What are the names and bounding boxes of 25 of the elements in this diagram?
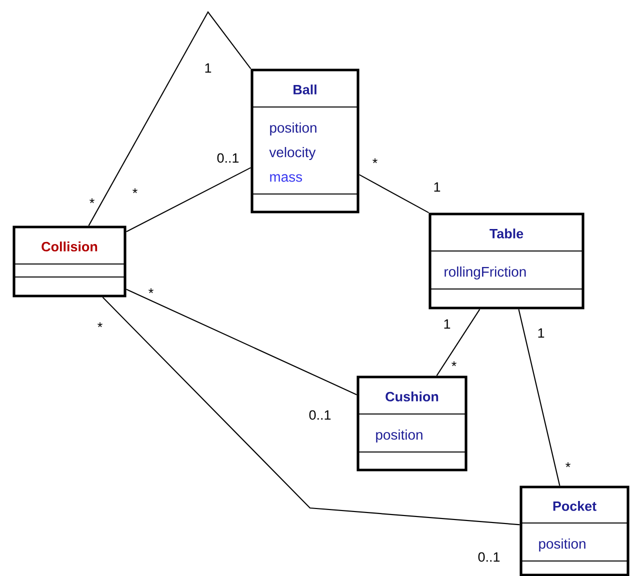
association-line [518,309,560,486]
association-line [126,288,357,396]
multiplicity-label: * [98,322,102,328]
multiplicity-label: 1 [538,328,544,338]
association-line [436,309,480,376]
class-box: Pocket position [520,486,630,576]
multiplicity-label: 0..1 [217,153,239,163]
class-box: Collision [12,226,126,298]
class-box: Cushion position [356,376,468,472]
class-box: Table rollingFriction [428,212,584,310]
association-line [102,296,520,526]
multiplicity-label: 1 [434,182,440,192]
association-line [88,10,252,226]
multiplicity-label: 1 [205,63,212,73]
multiplicity-label: * [566,462,570,468]
multiplicity-label: * [372,158,378,164]
multiplicity-label: * [148,288,154,294]
multiplicity-label: * [132,188,138,194]
multiplicity-label: 0..1 [478,552,500,562]
multiplicity-label: 0..1 [309,410,331,420]
class-box: Ball position velocity mass [250,68,360,214]
association-line [126,167,251,232]
multiplicity-label: * [90,198,94,204]
association-line [359,174,429,214]
multiplicity-label: * [452,361,456,366]
